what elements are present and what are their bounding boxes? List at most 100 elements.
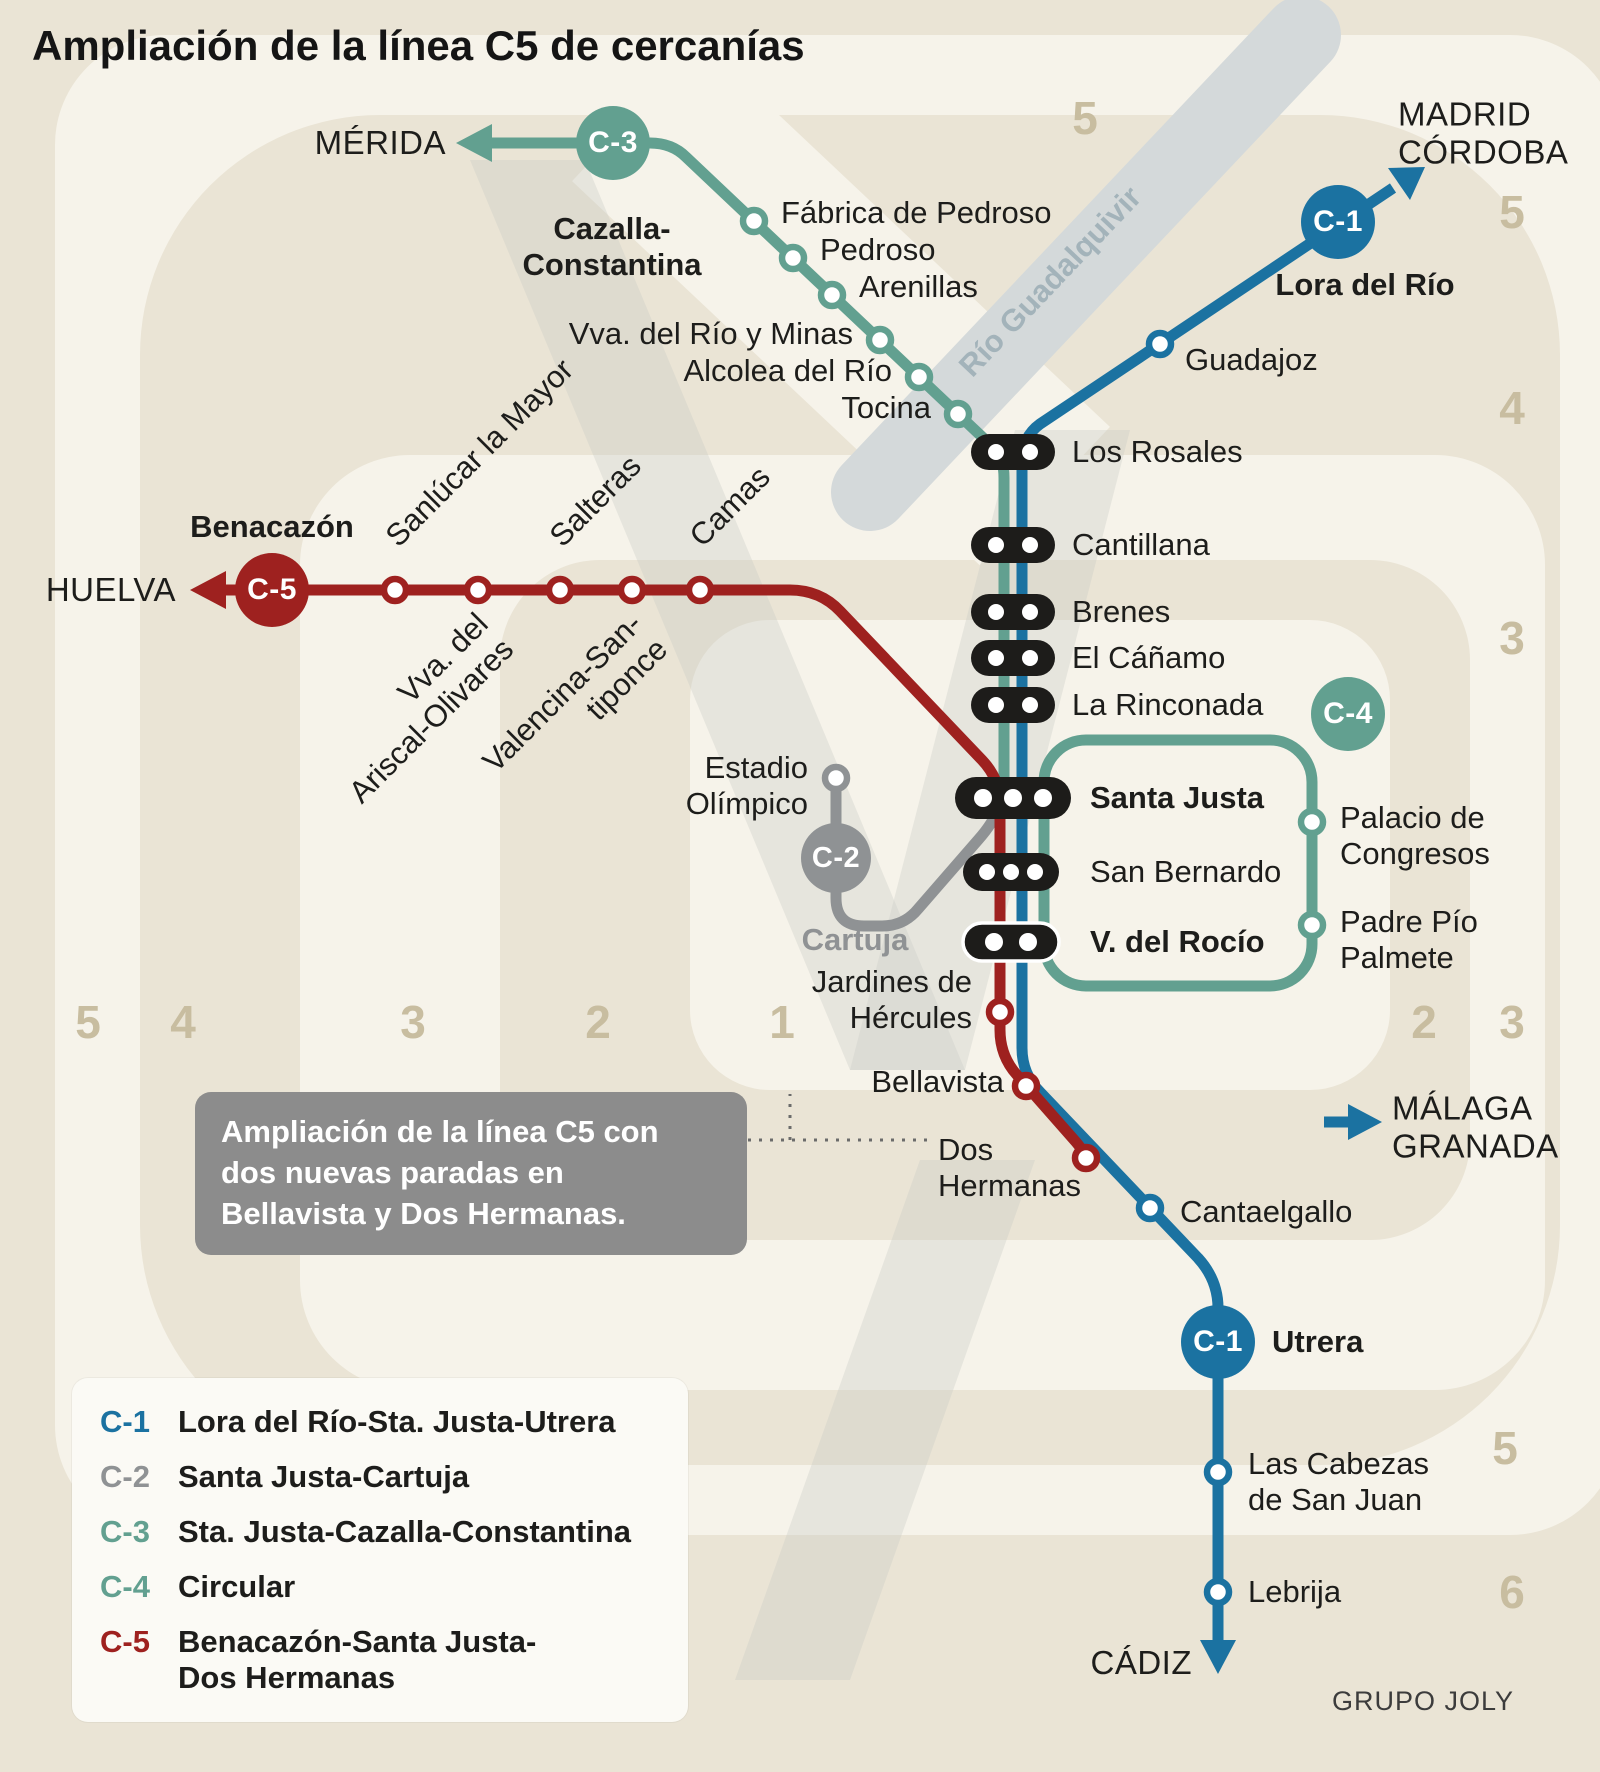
destination-madrid-cordoba: MADRID CÓRDOBA (1398, 95, 1569, 171)
page-title: Ampliación de la línea C5 de cercanías (32, 22, 805, 69)
interchange-la-rinconada (971, 687, 1055, 723)
station-label-las-cabezas-de-san-juan: Las Cabezas de San Juan (1248, 1446, 1429, 1517)
badge-c2-cartuja: C-2 (801, 823, 871, 893)
station-label-benacazon: Benacazón (190, 509, 354, 545)
interchange-pill (961, 921, 1061, 963)
station-label-cazalla-constantina: Cazalla- Constantina (522, 211, 702, 282)
legend-code-c5: C-5 (100, 1624, 150, 1659)
station-label-lora-del-rio: Lora del Río (1275, 267, 1455, 303)
destination-merida: MÉRIDA (314, 123, 446, 161)
destination-cadiz: CÁDIZ (1090, 1643, 1192, 1681)
station-label-cartuja: Cartuja (801, 922, 909, 958)
interchange-dot (1019, 933, 1037, 951)
legend-label-c5: Benacazón-Santa Justa- Dos Hermanas (178, 1624, 537, 1695)
legend-code-c4: C-4 (100, 1569, 150, 1604)
station-dot-pedroso (778, 243, 808, 273)
station-dot-las-cabezas (1203, 1457, 1233, 1487)
legend-label-c1: Lora del Río-Sta. Justa-Utrera (178, 1404, 616, 1439)
zone-number: 3 (400, 996, 426, 1048)
interchange-brenes (971, 594, 1055, 630)
station-label-san-bernardo: San Bernardo (1090, 854, 1282, 890)
interchange-dot (985, 933, 1003, 951)
watermark-shape-3 (735, 1160, 1035, 1680)
interchange-dot (988, 697, 1004, 713)
line-c2 (830, 778, 1004, 932)
station-label-fabrica-de-pedroso: Fábrica de Pedroso (781, 195, 1052, 231)
zone-number: 1 (769, 996, 795, 1048)
zone-number: 2 (585, 996, 611, 1048)
credit-grupo-joly: GRUPO JOLY (1332, 1686, 1515, 1716)
interchange-pill (971, 687, 1055, 723)
legend-row-c1: C-1 Lora del Río-Sta. Justa-Utrera (100, 1404, 660, 1440)
malaga-arrow-icon (1348, 1104, 1382, 1140)
station-label-dos-hermanas: Dos Hermanas (938, 1132, 1081, 1203)
zone-number: 2 (1411, 996, 1437, 1048)
interchange-dot (988, 650, 1004, 666)
callout-connector-dashes (748, 1094, 932, 1142)
zone-number: 5 (1499, 186, 1525, 238)
legend-label-c4: Circular (178, 1569, 296, 1604)
zone-number: 4 (170, 996, 196, 1048)
station-dot-valencina-santiponce (617, 575, 647, 605)
zone-number: 5 (1072, 92, 1098, 144)
cadiz-arrow-icon (1200, 1640, 1236, 1674)
interchange-v-del-rocio (961, 921, 1061, 963)
zone-number: 3 (1499, 996, 1525, 1048)
huelva-arrow-icon (190, 571, 226, 609)
station-dot-vva-del-ariscal-olivares (463, 575, 493, 605)
legend-code-c3: C-3 (100, 1514, 150, 1549)
interchange-dot (974, 789, 992, 807)
station-dots (380, 206, 1327, 1607)
interchange-el-canamo (971, 640, 1055, 676)
station-label-cantillana: Cantillana (1072, 527, 1210, 563)
zone-number: 6 (1499, 1566, 1525, 1618)
interchange-cantillana (971, 527, 1055, 563)
legend-row-c2: C-2 Santa Justa-Cartuja (100, 1459, 660, 1495)
station-dot-guadajoz (1145, 329, 1175, 359)
legend-row-c4: C-4 Circular (100, 1569, 660, 1605)
station-dot-lebrija (1203, 1577, 1233, 1607)
station-label-lebrija: Lebrija (1248, 1574, 1342, 1610)
c5-expansion-callout: Ampliación de la línea C5 con dos nuevas… (195, 1092, 747, 1255)
station-label-guadajoz: Guadajoz (1185, 342, 1318, 378)
interchange-dot (1022, 650, 1038, 666)
station-dot-jardines-de-hercules (985, 997, 1015, 1027)
interchange-dot (1027, 864, 1043, 880)
badge-c1-lora: C-1 (1301, 185, 1375, 259)
zone-number: 4 (1499, 382, 1525, 434)
station-label-jardines-de-hercules: Jardines de Hércules (811, 964, 972, 1035)
legend-code-c1: C-1 (100, 1404, 150, 1439)
interchange-san-bernardo (963, 853, 1059, 891)
interchange-dot (988, 537, 1004, 553)
station-label-los-rosales: Los Rosales (1072, 434, 1243, 470)
legend-row-c3: C-3 Sta. Justa-Cazalla-Constantina (100, 1514, 660, 1550)
station-label-tocina: Tocina (841, 390, 931, 426)
destination-malaga-granada: MÁLAGA GRANADA (1392, 1089, 1559, 1165)
interchange-los-rosales (971, 434, 1055, 470)
badge-c4-circular: C-4 (1311, 677, 1385, 751)
interchange-dot (988, 604, 1004, 620)
station-label-pedroso: Pedroso (820, 232, 936, 268)
zone-number: 3 (1499, 612, 1525, 664)
direction-arrows (190, 124, 1425, 1674)
station-label-estadio-olimpico: Estadio Olímpico (685, 750, 808, 821)
interchange-pill (971, 434, 1055, 470)
station-label-la-rinconada: La Rinconada (1072, 687, 1264, 723)
interchange-pill (971, 594, 1055, 630)
interchange-dot (1034, 789, 1052, 807)
interchange-pill (971, 527, 1055, 563)
interchange-pill (971, 640, 1055, 676)
station-dot-estadio-olimpico (821, 763, 851, 793)
badge-c1-utrera: C-1 (1181, 1305, 1255, 1379)
station-label-alcolea-del-rio: Alcolea del Río (683, 353, 892, 389)
legend-label-c3: Sta. Justa-Cazalla-Constantina (178, 1514, 632, 1549)
station-dot-bellavista (1011, 1071, 1041, 1101)
merida-arrow-icon (456, 124, 492, 162)
interchange-dot (979, 864, 995, 880)
station-label-cantaelgallo: Cantaelgallo (1180, 1194, 1353, 1230)
badge-c3-cazalla: C-3 (576, 106, 650, 180)
line-legend: C-1 Lora del Río-Sta. Justa-Utrera C-2 S… (72, 1378, 688, 1722)
station-label-v-del-rocio: V. del Rocío (1090, 924, 1265, 960)
station-label-santa-justa: Santa Justa (1090, 780, 1265, 816)
